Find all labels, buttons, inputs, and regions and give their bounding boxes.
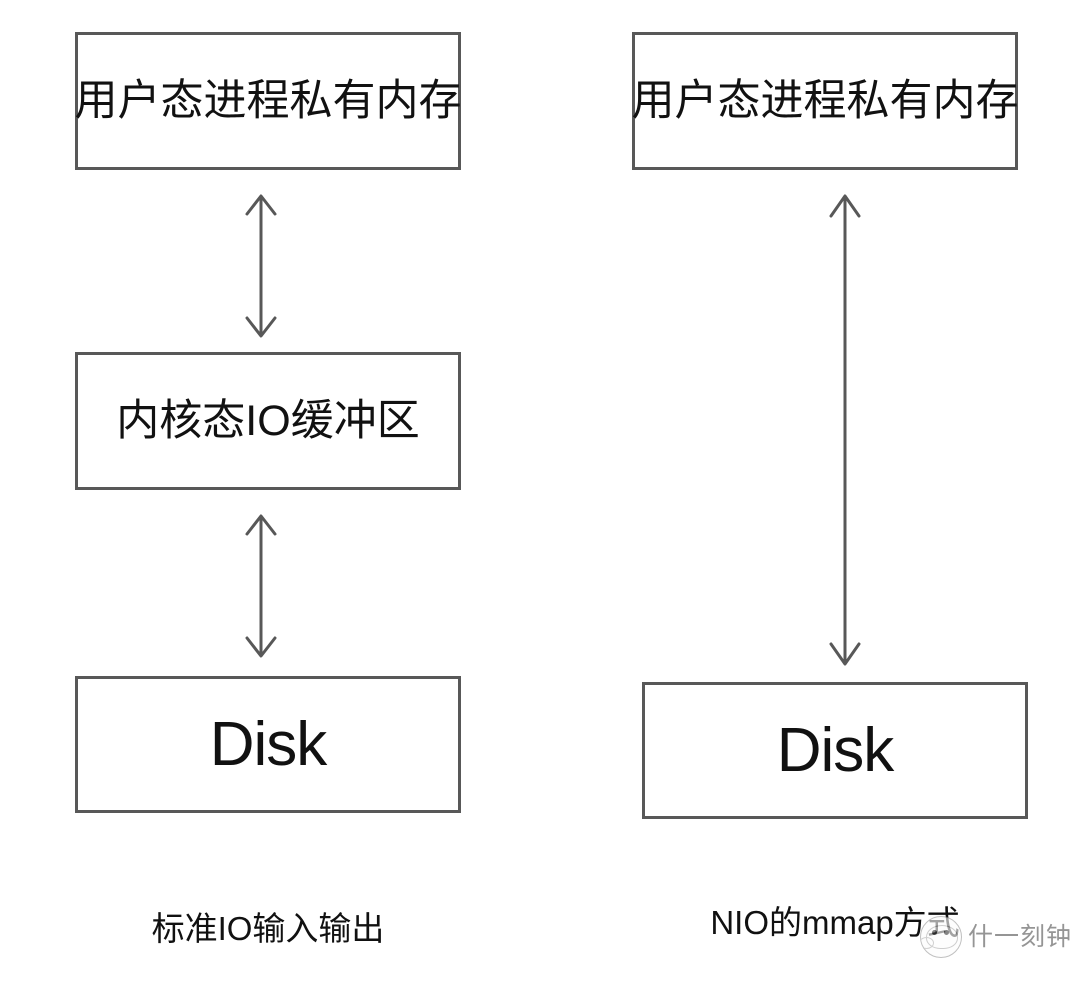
- box-disk-left: Disk: [75, 676, 461, 813]
- caption-nio-mmap: NIO的mmap方式: [642, 906, 1028, 939]
- box-user-memory-right: 用户态进程私有内存: [631, 32, 1019, 170]
- box-disk-right: Disk: [642, 682, 1028, 819]
- caption-text: NIO的mmap方式: [710, 904, 960, 941]
- arrow-kernel-to-disk-left: [245, 514, 277, 658]
- box-label: 内核态IO缓冲区: [116, 396, 420, 445]
- box-kernel-io-buffer: 内核态IO缓冲区: [75, 352, 461, 490]
- box-label: Disk: [209, 709, 328, 779]
- caption-standard-io: 标准IO输入输出: [75, 912, 461, 945]
- box-label: Disk: [776, 715, 895, 785]
- watermark-text: 什一刻钟: [968, 922, 1073, 951]
- box-label: 用户态进程私有内存: [631, 76, 1019, 125]
- watermark: 什一刻钟: [920, 916, 1072, 958]
- caption-text: 标准IO输入输出: [151, 910, 385, 947]
- whale-avatar-logo-icon: [920, 916, 962, 958]
- arrow-user-to-disk-right: [829, 194, 861, 666]
- box-label: 用户态进程私有内存: [74, 76, 462, 125]
- box-user-memory-left: 用户态进程私有内存: [74, 32, 462, 170]
- arrow-user-to-kernel-left: [245, 194, 277, 338]
